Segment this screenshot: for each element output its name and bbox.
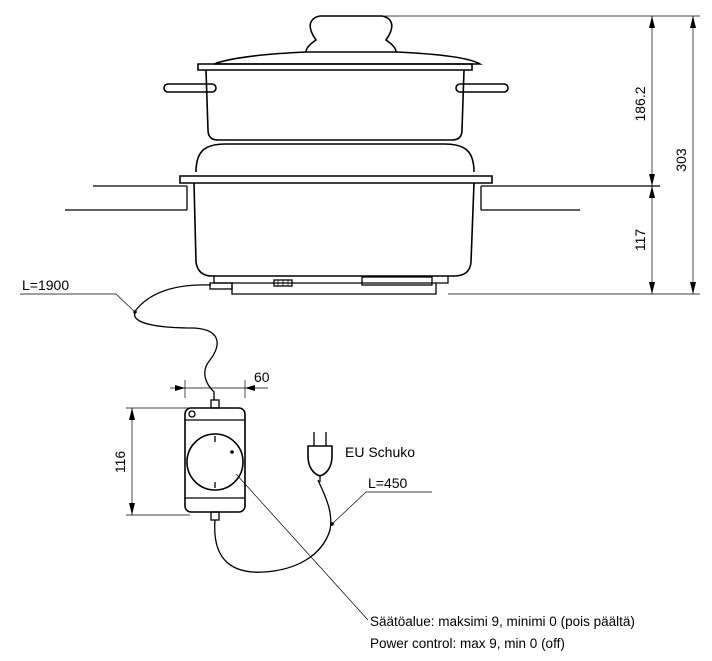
plug-type: EU Schuko: [345, 444, 415, 460]
dim-height-upper: 186.2: [632, 86, 648, 121]
cooker-base: [179, 143, 493, 295]
steamer-pot: [163, 15, 509, 141]
dim-control-height: 116: [112, 451, 128, 474]
dim-control-width: 60: [254, 369, 270, 385]
main-cord: L=1900: [20, 277, 218, 400]
cord-length-main: L=1900: [22, 277, 69, 293]
countertop: [65, 185, 660, 211]
cord-length-plug: L=450: [368, 475, 408, 491]
control-range-fi: Säätöalue: maksimi 9, minimi 0 (pois pää…: [370, 614, 635, 629]
controller: 60 116: [112, 369, 369, 621]
control-range-notes: Säätöalue: maksimi 9, minimi 0 (pois pää…: [370, 614, 635, 651]
dim-height-total: 303: [673, 148, 689, 172]
dim-height-lower: 117: [632, 229, 648, 252]
control-range-en: Power control: max 9, min 0 (off): [370, 636, 565, 651]
height-dimensions: 186.2 303 117: [384, 15, 700, 295]
plug: EU Schuko L=450: [307, 432, 432, 526]
